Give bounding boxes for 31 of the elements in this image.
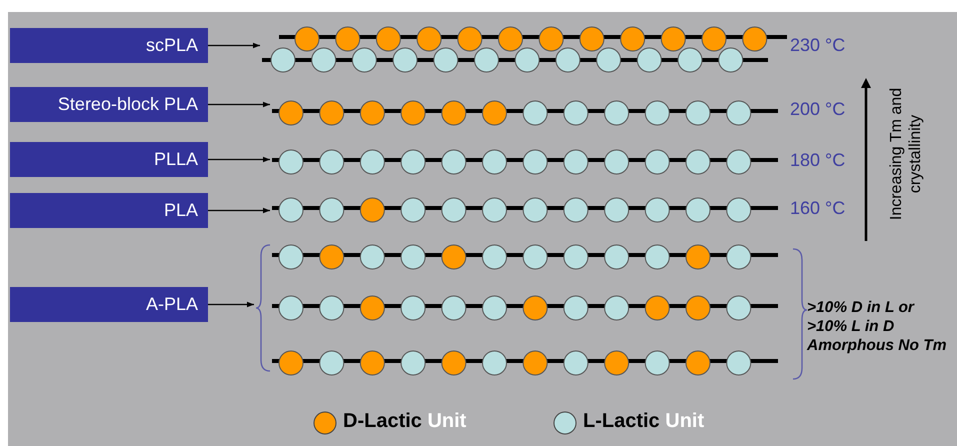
box-label: PLLA (154, 149, 198, 170)
arrow (208, 208, 270, 214)
temperature-label: 180 °C (790, 150, 846, 171)
temperature-label: 230 °C (790, 35, 846, 56)
polymer-chain-drawing (272, 243, 778, 269)
arrow (208, 156, 270, 162)
box-label: scPLA (146, 35, 198, 56)
temperature-label: 160 °C (790, 198, 846, 219)
label-box (10, 87, 208, 122)
curly-brace (256, 244, 270, 372)
box-label: Stereo-block PLA (58, 94, 198, 115)
arrow (208, 302, 254, 308)
label-box (10, 287, 208, 322)
arrow (208, 102, 270, 108)
polymer-chain-drawing (272, 99, 778, 125)
legend-label: D-Lactic Unit (343, 410, 466, 433)
label-box (10, 142, 208, 177)
polymer-chain-drawing (262, 24, 787, 73)
polymer-chain-drawing (272, 196, 778, 222)
legend-label: L-Lactic Unit (583, 410, 704, 433)
polymer-chain-drawing (272, 349, 778, 375)
arrow (208, 42, 260, 48)
label-box (10, 28, 208, 63)
note-text: >10% D in L or >10% L in D Amorphous No Tm (807, 298, 948, 355)
axis-label: Increasing Tm and crystallinity (887, 86, 925, 222)
box-label: PLA (164, 200, 198, 221)
polymer-chain-drawing (272, 294, 778, 320)
box-label: A-PLA (146, 294, 198, 315)
polymer-chain-drawing (272, 148, 778, 174)
temperature-label: 200 °C (790, 99, 846, 120)
label-box (10, 193, 208, 228)
